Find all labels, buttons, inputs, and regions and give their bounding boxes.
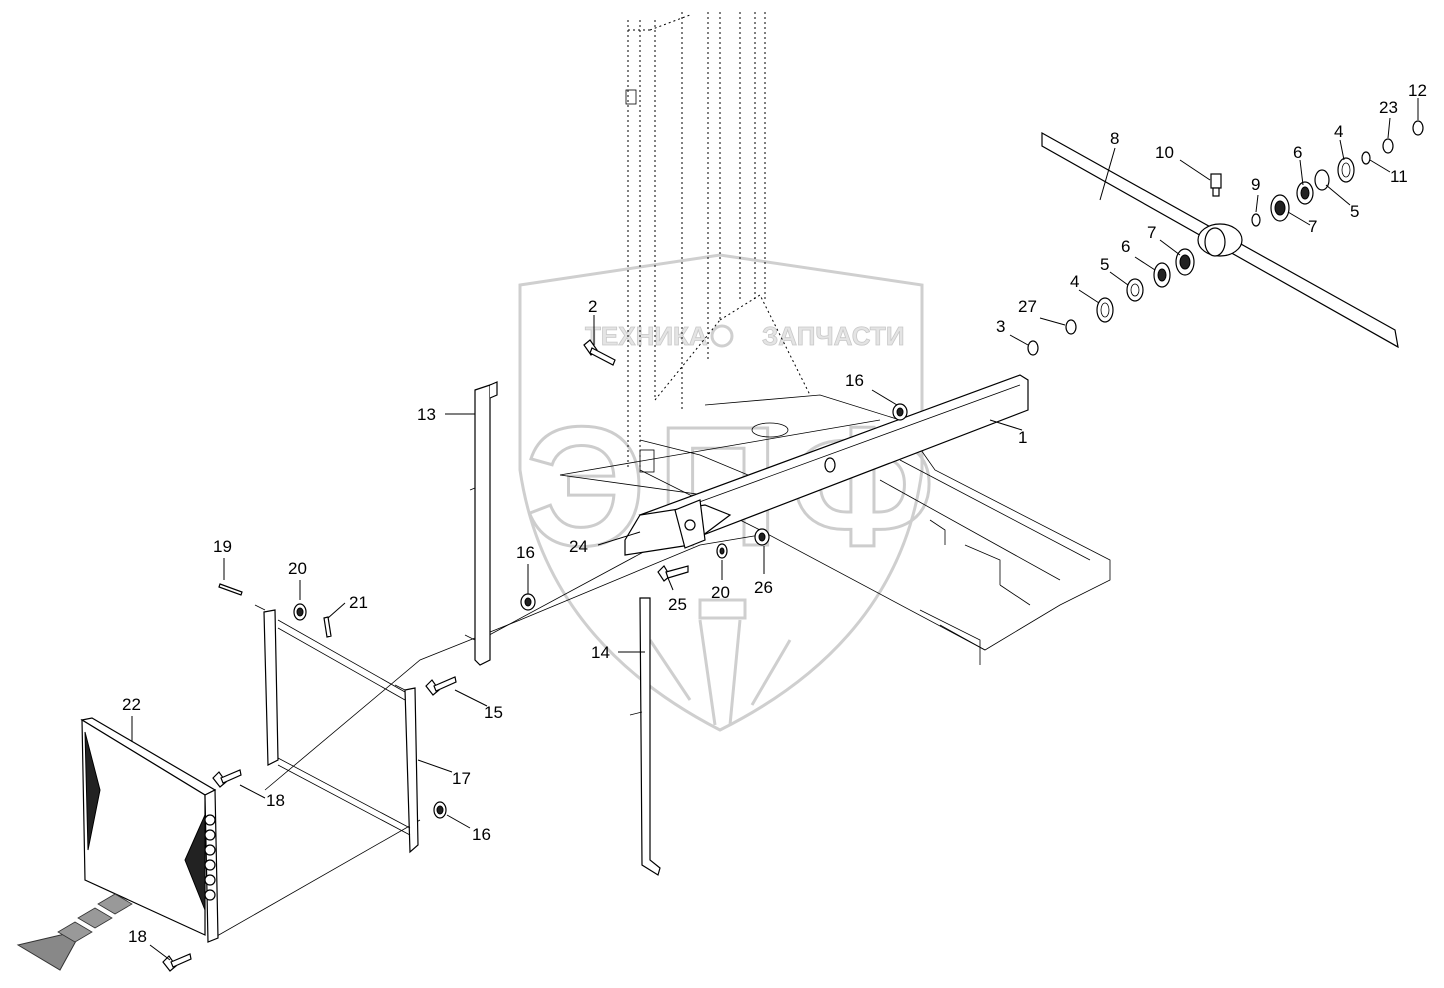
callout-27: 27 [1018, 297, 1037, 316]
callout-5-left: 5 [1100, 255, 1109, 274]
callout-6-left: 6 [1121, 237, 1130, 256]
callout-7-right: 7 [1308, 217, 1317, 236]
bearing-stack-right [1251, 120, 1424, 227]
vertical-column [625, 12, 811, 473]
part-11-washer [1361, 151, 1371, 165]
leader-lines [131, 98, 1419, 961]
part-18-bolts [162, 769, 242, 972]
callout-13: 13 [417, 405, 436, 424]
callout-4-left: 4 [1070, 272, 1079, 291]
part-13-bracket [464, 381, 536, 666]
callout-22: 22 [122, 695, 141, 714]
callout-16-middle: 16 [516, 543, 535, 562]
callout-5-right: 5 [1350, 202, 1359, 221]
part-10-fitting [1210, 173, 1222, 197]
watermark-wheat-icon [648, 598, 792, 726]
callout-19: 19 [213, 537, 232, 556]
parts-19-20-21 [218, 583, 332, 638]
callout-24: 24 [569, 537, 588, 556]
watermark-left-text: ТЕХНИКА [585, 321, 708, 351]
part-15-bolt [425, 676, 457, 696]
callout-labels: 1 2 3 4 4 5 5 6 6 7 7 8 9 10 11 12 13 14… [122, 81, 1427, 946]
part-9-washer [1251, 213, 1261, 227]
part-5-ring-right [1314, 169, 1330, 191]
callout-16-lower: 16 [472, 825, 491, 844]
radiator-fittings [204, 814, 216, 901]
callout-8: 8 [1110, 129, 1119, 148]
callout-18-upper: 18 [266, 791, 285, 810]
part-14-strap [629, 597, 661, 876]
callout-15: 15 [484, 703, 503, 722]
callout-4-right: 4 [1334, 122, 1343, 141]
part-23-ring [1382, 138, 1394, 154]
callout-20-left: 20 [288, 559, 307, 578]
callout-26: 26 [754, 578, 773, 597]
callout-18-lower: 18 [128, 927, 147, 946]
part-24-bracket [624, 499, 732, 556]
callout-2: 2 [588, 297, 597, 316]
callout-12: 12 [1408, 81, 1427, 100]
callout-25: 25 [668, 595, 687, 614]
callout-17: 17 [452, 769, 471, 788]
callout-1: 1 [1018, 428, 1027, 447]
part-4-ring-left [1096, 297, 1114, 323]
callout-6-right: 6 [1293, 143, 1302, 162]
watermark-gear-icon [710, 324, 734, 348]
watermark: ТЕХНИКА ЗАПЧАСТИ ЭПФ [518, 253, 937, 732]
parts-25-20-26 [657, 528, 770, 582]
bearing-stack-left [1027, 248, 1195, 356]
part-22-radiator [80, 717, 219, 943]
watermark-right-text: ЗАПЧАСТИ [762, 321, 905, 351]
part-2-bolt [583, 339, 616, 366]
part-3-nut [1027, 340, 1039, 356]
callout-21: 21 [349, 593, 368, 612]
part-8-shaft [1041, 131, 1399, 349]
callout-11: 11 [1390, 167, 1408, 186]
callout-3: 3 [996, 317, 1005, 336]
part-17-frame [254, 604, 419, 854]
callout-10: 10 [1155, 143, 1174, 162]
part-5-ring-left [1126, 278, 1144, 302]
callout-9: 9 [1251, 175, 1260, 194]
part-4-ring-right [1337, 157, 1355, 183]
callout-7-left: 7 [1147, 223, 1156, 242]
part-27-washer [1065, 319, 1077, 335]
callout-16-upper: 16 [845, 371, 864, 390]
callout-23: 23 [1379, 98, 1398, 117]
callout-20-right: 20 [711, 583, 730, 602]
part-12-clip [1412, 120, 1424, 136]
direction-arrow [16, 893, 133, 971]
watermark-shield-outline [518, 253, 924, 732]
callout-14: 14 [591, 643, 610, 662]
